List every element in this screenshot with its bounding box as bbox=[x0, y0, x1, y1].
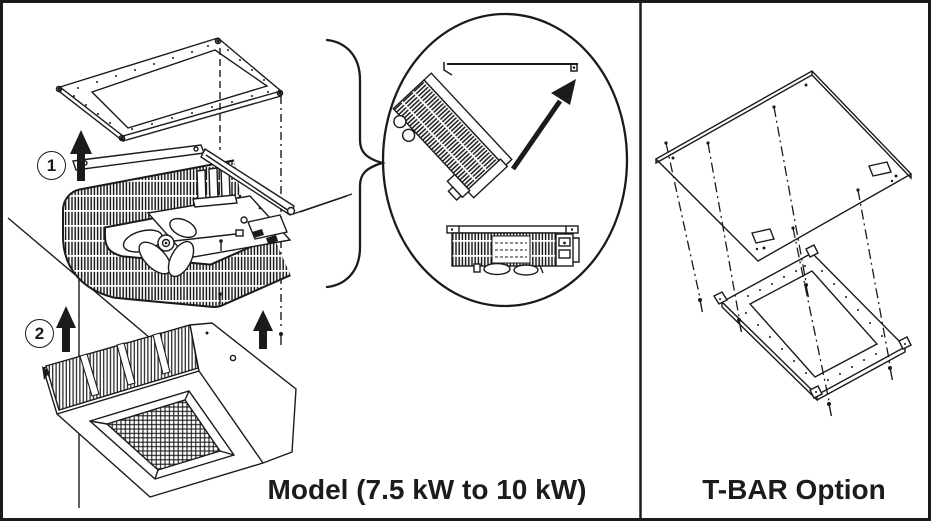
curly-brace bbox=[299, 38, 386, 289]
screw-icon bbox=[218, 239, 223, 304]
decorative-grille-panel bbox=[42, 322, 297, 498]
up-arrow-icon bbox=[56, 130, 273, 352]
step-2-label: 2 bbox=[34, 323, 45, 343]
seated-unit bbox=[446, 225, 580, 276]
screw-icon bbox=[698, 283, 894, 417]
left-panel-drawing bbox=[7, 12, 629, 508]
diagonal-arrow-icon bbox=[510, 79, 576, 171]
intake-grille bbox=[88, 390, 236, 480]
coil-band-fins bbox=[64, 161, 291, 306]
step-1-label: 1 bbox=[46, 155, 57, 175]
fan bbox=[122, 217, 244, 278]
fastening-screws bbox=[664, 105, 894, 417]
right-panel-caption: T-BAR Option bbox=[702, 474, 886, 505]
screw-icon bbox=[279, 332, 283, 345]
t-bar-mounting-frame bbox=[712, 244, 912, 402]
indoor-unit-chassis bbox=[62, 144, 296, 308]
frame-holes bbox=[73, 45, 269, 130]
alignment-dashed-lines bbox=[219, 48, 283, 345]
electrical-box bbox=[238, 194, 288, 244]
panel-cutout bbox=[751, 228, 775, 244]
detail-ellipse bbox=[381, 12, 629, 308]
step-1-badge: 1 bbox=[37, 151, 66, 180]
frame-holes bbox=[745, 265, 883, 381]
step-2-badge: 2 bbox=[25, 319, 54, 348]
ceiling-opening-line bbox=[443, 62, 578, 76]
right-panel-drawing bbox=[654, 70, 913, 417]
insertion-detail-callout bbox=[381, 12, 629, 308]
panel-cutout bbox=[868, 161, 892, 177]
left-panel-caption: Model (7.5 kW to 10 kW) bbox=[267, 474, 587, 505]
tilted-unit bbox=[392, 72, 513, 201]
ceiling-mounting-frame bbox=[55, 37, 284, 143]
ceiling-tile-panel bbox=[654, 70, 913, 262]
diagram-artwork bbox=[7, 3, 913, 518]
